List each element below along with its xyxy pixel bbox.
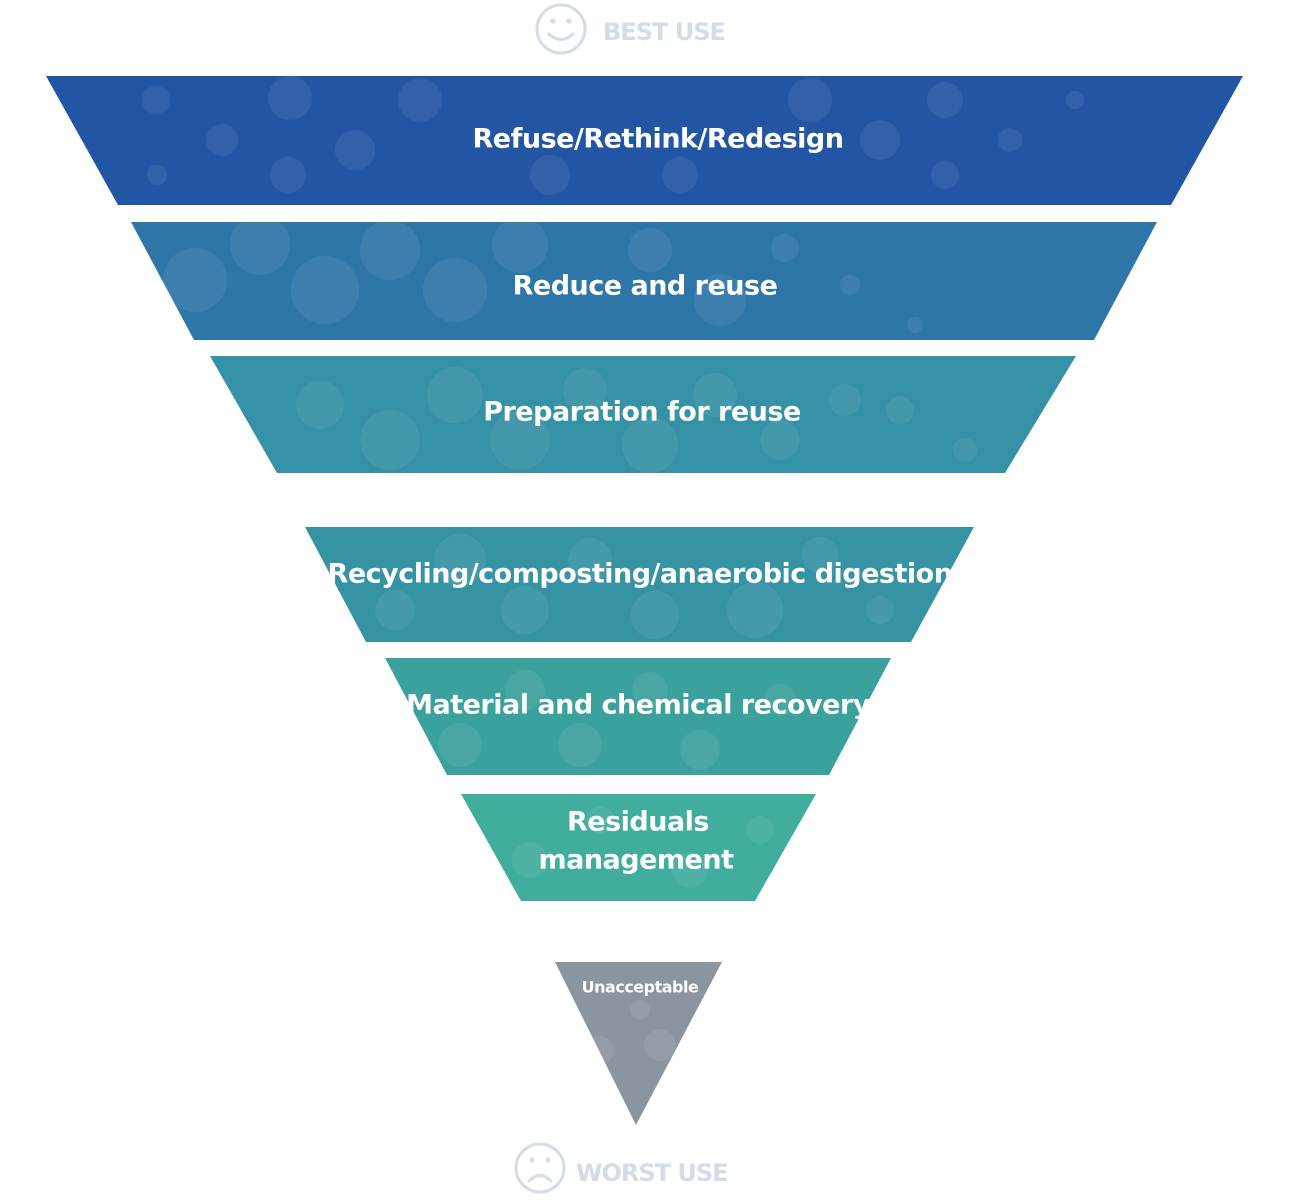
tier-label: Recycling/composting/anaerobic digestion xyxy=(328,559,953,590)
tier-preparation-for-reuse: Preparation for reuse xyxy=(210,356,1076,473)
tier-texture xyxy=(375,534,894,639)
tier-material-and-chemical-recovery: Material and chemical recovery xyxy=(385,658,891,775)
tier-label: Unacceptable xyxy=(582,978,699,997)
smiley-face-icon xyxy=(535,3,587,55)
tier-shape xyxy=(555,962,722,1125)
tier-label: Refuse/Rethink/Redesign xyxy=(473,124,844,155)
tier-label: Preparation for reuse xyxy=(483,397,801,428)
tier-texture xyxy=(142,76,1084,195)
tier-texture xyxy=(512,806,774,888)
tier-shape xyxy=(46,76,1243,205)
tier-label-line-2: management xyxy=(538,845,734,876)
tier-residuals-management: Residuals management xyxy=(461,794,816,901)
tier-texture xyxy=(296,367,977,473)
tier-unacceptable: Unacceptable xyxy=(555,962,722,1125)
tier-texture xyxy=(163,222,923,333)
tier-shape xyxy=(305,527,974,642)
best-use-marker: BEST USE xyxy=(535,3,726,55)
tier-refuse-rethink-redesign: Refuse/Rethink/Redesign xyxy=(46,76,1243,205)
worst-use-marker: WORST USE xyxy=(514,1142,729,1194)
sad-face-icon xyxy=(514,1142,566,1194)
tier-shape xyxy=(461,794,816,901)
best-use-label: BEST USE xyxy=(603,18,725,46)
tier-texture xyxy=(438,670,796,770)
tier-reduce-and-reuse: Reduce and reuse xyxy=(131,222,1157,340)
worst-use-label: WORST USE xyxy=(576,1159,728,1187)
tier-shape xyxy=(210,356,1076,473)
tier-label: Material and chemical recovery xyxy=(406,690,871,721)
tier-label-line-1: Residuals xyxy=(567,807,709,838)
tier-label: Reduce and reuse xyxy=(513,271,778,302)
tier-shape xyxy=(131,222,1157,340)
tier-recycling-composting-anaerobic-digestion: Recycling/composting/anaerobic digestion xyxy=(305,527,974,642)
tier-shape xyxy=(385,658,891,775)
